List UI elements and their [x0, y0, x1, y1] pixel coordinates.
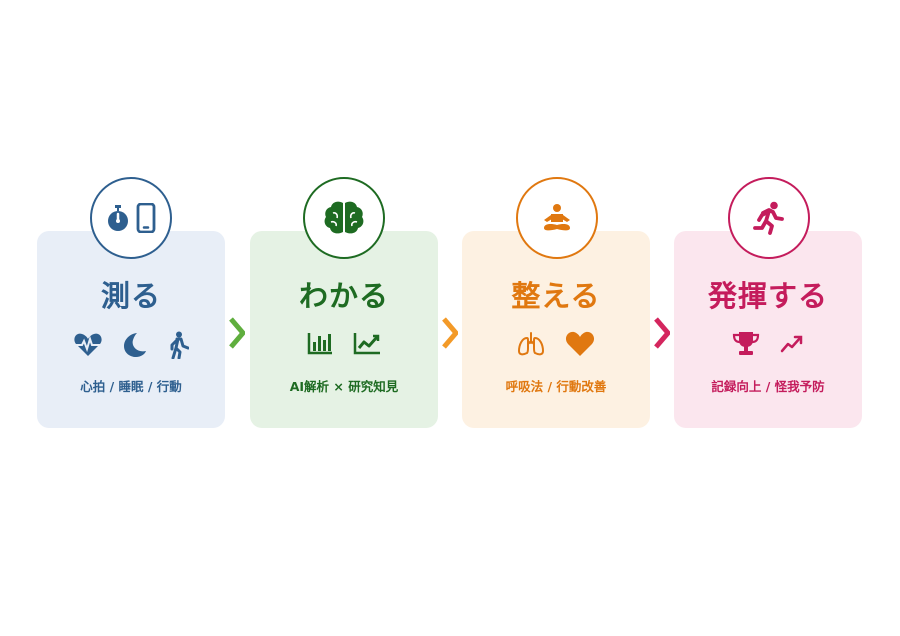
step-title-understand: わかる — [298, 279, 389, 313]
heart-icon — [565, 331, 595, 357]
walking-icon — [167, 331, 189, 359]
moon-icon — [123, 332, 147, 358]
step-circle-understand — [303, 177, 385, 259]
step-subtitle-perform: 記録向上 / 怪我予防 — [711, 379, 825, 394]
step-circle-perform — [728, 177, 810, 259]
lungs-icon — [517, 332, 545, 356]
step-subtitle-adjust: 呼吸法 / 行動改善 — [505, 379, 607, 394]
step-circle-adjust — [516, 177, 598, 259]
trophy-icon — [732, 331, 760, 357]
stopwatch-icon — [106, 204, 130, 232]
trend-up-icon — [780, 334, 804, 354]
step-card-measure: 測る 心拍 / 睡眠 / 行動 — [37, 231, 225, 428]
bar-chart-icon — [307, 331, 333, 355]
meditation-icon — [540, 203, 574, 233]
smartphone-icon — [136, 203, 156, 233]
arrow-3 — [654, 317, 670, 349]
running-icon — [753, 201, 785, 235]
step-title-measure: 測る — [100, 279, 161, 313]
step-title-adjust: 整える — [511, 279, 601, 313]
heartbeat-icon — [73, 333, 103, 357]
step-title-perform: 発揮する — [707, 279, 828, 313]
step-card-adjust: 整える 呼吸法 / 行動改善 — [462, 231, 650, 428]
line-chart-icon — [353, 331, 381, 355]
brain-icon — [323, 200, 365, 236]
step-subtitle-understand: AI解析 × 研究知見 — [289, 379, 399, 394]
arrow-1 — [229, 317, 245, 349]
step-subtitle-measure: 心拍 / 睡眠 / 行動 — [80, 379, 182, 394]
step-circle-measure — [90, 177, 172, 259]
step-card-understand: わかる AI解析 × 研究知見 — [250, 231, 438, 428]
arrow-2 — [442, 317, 458, 349]
step-card-perform: 発揮する 記録向上 / 怪我予防 — [674, 231, 862, 428]
